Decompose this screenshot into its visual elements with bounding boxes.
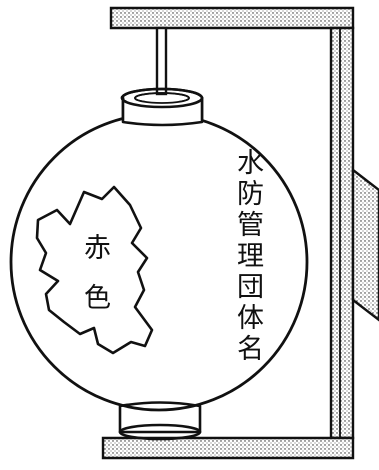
lantern-bottom-cap	[118, 401, 202, 441]
hanging-rod	[155, 26, 168, 96]
lantern-top-cap-front	[120, 87, 204, 127]
red-color-label: 赤色	[79, 233, 110, 333]
wall-bracket	[101, 6, 379, 460]
bracket-post	[329, 26, 355, 440]
bracket-top-arm	[109, 6, 355, 30]
organization-name-label: 水防管理団体名	[232, 148, 263, 365]
wall-mount-plate	[351, 167, 379, 322]
bracket-bottom-arm	[101, 436, 355, 460]
red-patch	[35, 185, 154, 355]
